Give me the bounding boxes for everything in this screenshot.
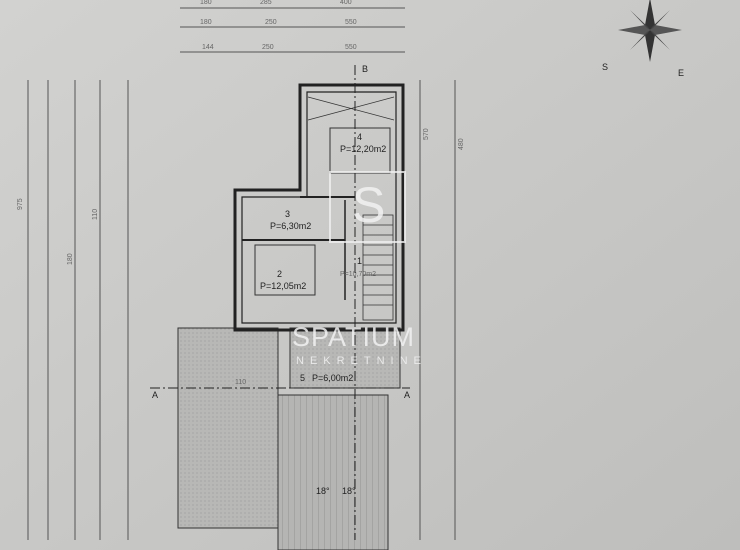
- dim-top-2c: 550: [345, 19, 357, 26]
- spatium-watermark-logo: S SPATIUM NEKRETNINE: [292, 171, 427, 367]
- room-1-area: P=10,70m2: [340, 271, 376, 278]
- bed-room-2: [254, 244, 316, 296]
- room-2-area: P=12,05m2: [260, 281, 306, 291]
- room-5-number: 5: [300, 373, 305, 383]
- watermark-sub: NEKRETNINE: [296, 355, 427, 367]
- room-5-area: P=6,00m2: [312, 373, 353, 383]
- dim-terrace: 110: [235, 379, 246, 386]
- compass-east: E: [678, 68, 684, 78]
- room-1-number: 1: [357, 256, 362, 266]
- roof-area: [277, 394, 389, 550]
- dim-side-3: 480: [458, 138, 465, 150]
- section-b-label: B: [362, 64, 368, 74]
- dim-side-4: 180: [67, 253, 74, 265]
- top-dimension-lines: [180, 7, 405, 53]
- dim-top-3a: 144: [202, 44, 214, 51]
- dim-side-1: 975: [17, 198, 24, 210]
- section-a-left-label: A: [152, 390, 158, 400]
- room-3-number: 3: [285, 209, 290, 219]
- room-4-number: 4: [357, 132, 362, 142]
- compass-rose-icon: [618, 0, 682, 62]
- dim-top-1c: 400: [340, 0, 352, 6]
- room-2-number: 2: [277, 269, 282, 279]
- dim-top-1b: 285: [260, 0, 272, 6]
- room-3-area: P=6,30m2: [270, 221, 311, 231]
- watermark-brand: SPATIUM: [292, 322, 415, 352]
- terrace-left: [177, 327, 279, 529]
- roof-angle-right: 18°: [342, 486, 356, 496]
- section-a-right-label: A: [404, 390, 410, 400]
- roof-angle-left: 18°: [316, 486, 330, 496]
- watermark-logo-letter: S: [352, 177, 385, 233]
- dim-top-1a: 180: [200, 0, 212, 6]
- dim-side-5: 110: [92, 209, 99, 220]
- dim-top-2a: 180: [200, 19, 212, 26]
- terrace-entry: [289, 327, 401, 389]
- room-4-area: P=12,20m2: [340, 144, 386, 154]
- dim-top-3c: 550: [345, 44, 357, 51]
- staircase: [362, 214, 394, 321]
- dim-top-2b: 250: [265, 19, 277, 26]
- dim-top-3b: 250: [262, 44, 274, 51]
- building-walls: [233, 83, 405, 332]
- compass-south: S: [602, 62, 608, 72]
- dim-side-2: 570: [423, 128, 430, 140]
- side-dimension-lines: [27, 80, 456, 540]
